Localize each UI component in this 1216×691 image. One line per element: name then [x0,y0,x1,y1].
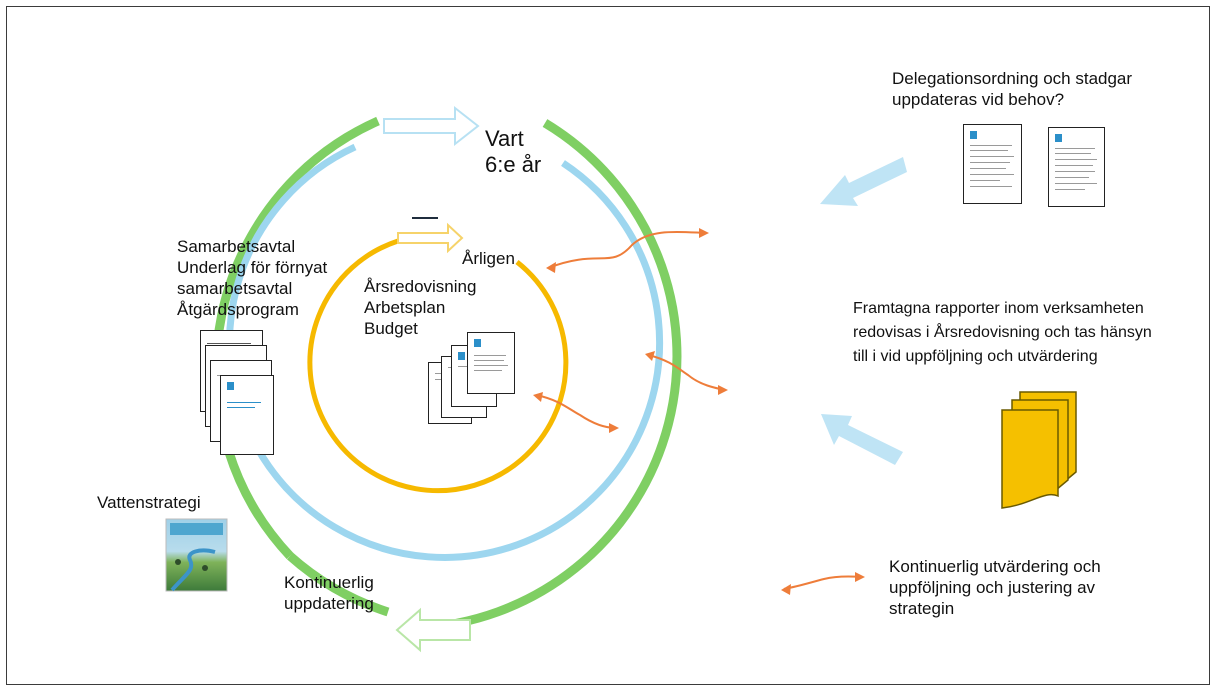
outer-ring [211,116,380,560]
document-icon [963,124,1022,204]
label-every-six-years: Vart 6:e år [485,126,542,177]
inner-ring [307,238,569,494]
connector-heads [533,228,865,595]
connector-arrow-2 [647,354,726,391]
connector-arrow-legend [783,575,863,590]
input-arrow-middle [821,414,903,465]
label-agreement-documents: Samarbetsavtal Underlag för förnyat sama… [177,237,328,319]
input-arrow-top [820,157,907,206]
middle-ring [226,143,664,561]
label-delegation: Delegationsordning och stadgar uppdatera… [892,69,1133,109]
cycle-arrow-outer [395,607,471,653]
connector-arrows [535,230,863,590]
cycle-arrow-inner [397,222,464,254]
label-reports: Framtagna rapporter inom verksamheten re… [853,300,1152,365]
outer-ring [414,119,682,633]
label-water-strategy: Vattenstrategi [97,493,201,512]
label-continuous-update: Kontinuerlig uppdatering [284,573,374,613]
outer-ring [287,552,390,617]
label-yearly: Årligen [462,249,515,268]
folder-stack-icon [1001,391,1077,509]
cycle-arrow-middle [383,105,480,147]
diagram-frame [6,6,1210,685]
document-icon [467,332,515,394]
connector-arrow-1 [547,230,707,269]
connector-arrow-3 [535,394,617,429]
water-strategy-cover [165,518,228,592]
document-icon [1048,127,1105,207]
label-yearly-documents: Årsredovisning Arbetsplan Budget [364,277,477,338]
document-icon [220,375,274,455]
legend-text: Kontinuerlig utvärdering och uppföljning… [889,557,1101,618]
